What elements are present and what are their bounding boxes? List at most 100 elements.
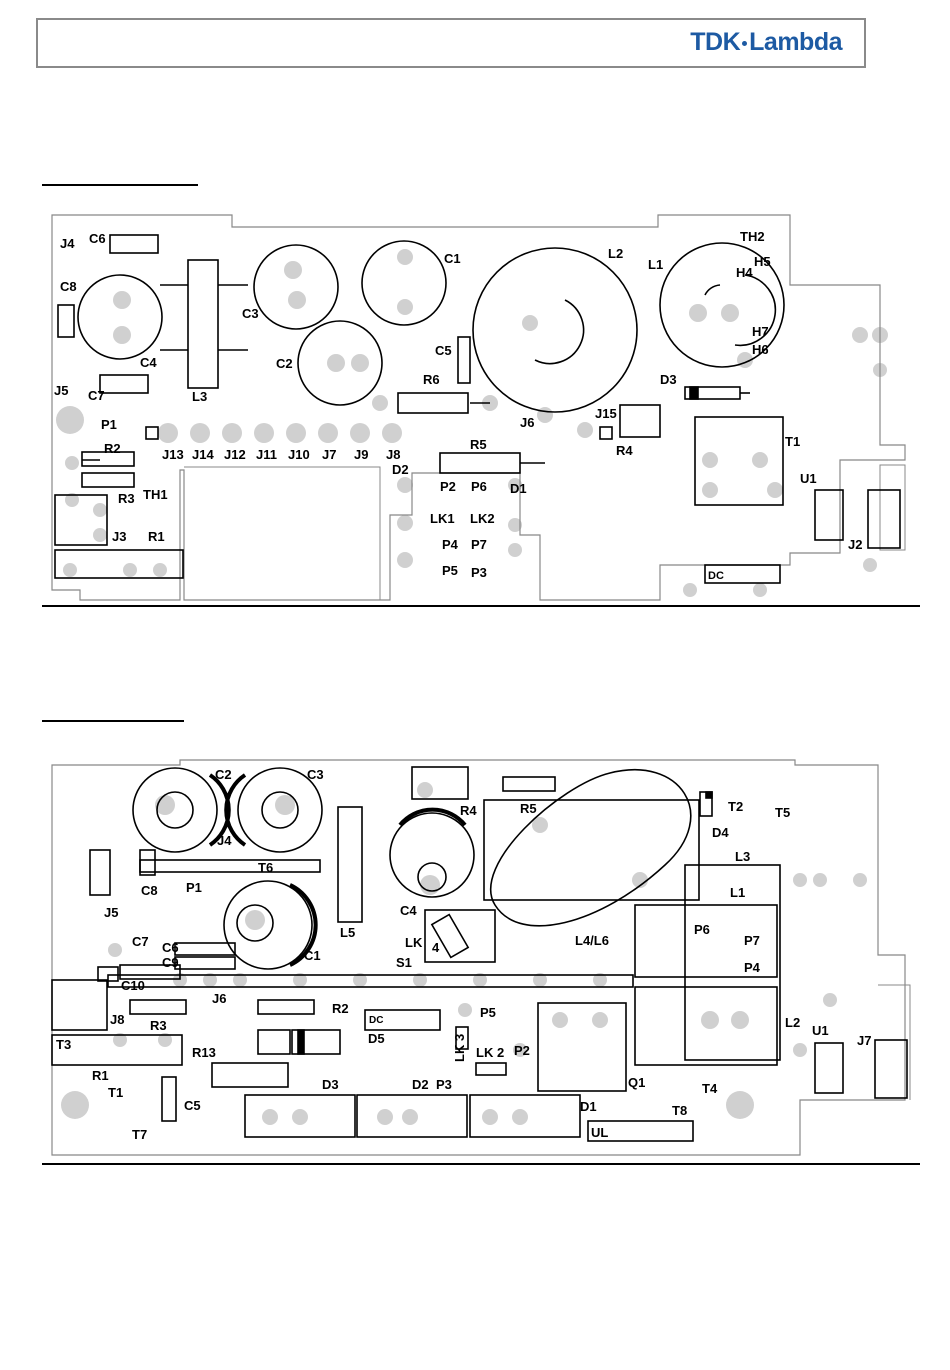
lbl-bot-42: L4/L6 — [575, 933, 609, 948]
lbl-top-15: J12 — [224, 447, 246, 462]
lbl-bot-43: T2 — [728, 799, 743, 814]
lbl-bot-40: 4 — [432, 940, 440, 955]
lbl-top-20: J8 — [386, 447, 400, 462]
lbl-bot-6: J5 — [104, 905, 118, 920]
lbl-top-2: C8 — [60, 279, 77, 294]
board-top-pads — [56, 249, 888, 597]
lbl-bot-18: R13 — [192, 1045, 216, 1060]
lbl-bot-33: DC — [369, 1015, 383, 1026]
lbl-bot-30: D1 — [580, 1099, 597, 1114]
lbl-top-27: R5 — [470, 437, 487, 452]
logo-dot — [742, 40, 748, 46]
lbl-top-47: D3 — [660, 372, 677, 387]
lbl-bot-47: L1 — [730, 885, 745, 900]
lbl-top-4: J5 — [54, 383, 68, 398]
board-top-notch — [879, 464, 906, 551]
lbl-bot-44: D4 — [712, 825, 729, 840]
lbl-top-9: R3 — [118, 491, 135, 506]
lbl-top-42: TH2 — [740, 229, 765, 244]
board-bottom-baseline — [42, 1163, 920, 1165]
lbl-top-45: H7 — [752, 324, 769, 339]
lbl-bot-1: C3 — [307, 767, 324, 782]
lbl-bot-48: P6 — [694, 922, 710, 937]
lbl-top-10: TH1 — [143, 487, 168, 502]
lbl-bot-17: C5 — [184, 1098, 201, 1113]
lbl-bot-2: J4 — [217, 833, 232, 848]
lbl-bot-5: C8 — [141, 883, 158, 898]
logo-part2: Lambda — [749, 28, 842, 56]
lbl-top-13: J13 — [162, 447, 184, 462]
lbl-top-25: R6 — [423, 372, 440, 387]
lbl-bot-12: R3 — [150, 1018, 167, 1033]
lbl-top-33: P4 — [442, 537, 459, 552]
lbl-top-30: D1 — [510, 481, 527, 496]
section-rule-bottom — [42, 720, 184, 722]
lbl-bot-35: L5 — [340, 925, 355, 940]
lbl-top-36: P3 — [471, 565, 487, 580]
board-bottom-pads — [61, 782, 867, 1125]
lbl-top-17: J10 — [288, 447, 310, 462]
lbl-top-41: L1 — [648, 257, 663, 272]
lbl-top-26: D2 — [392, 462, 409, 477]
lbl-bot-19: J6 — [212, 991, 226, 1006]
lbl-bot-37: R4 — [460, 803, 477, 818]
lbl-top-24: C5 — [435, 343, 452, 358]
lbl-top-5: C7 — [88, 388, 105, 403]
board-bottom-labels: C2 C3 J4 T6 P1 C8 J5 C7 C6 C9 C10 J8 R3 … — [56, 767, 871, 1142]
lbl-bot-50: P4 — [744, 960, 761, 975]
lbl-top-18: J7 — [322, 447, 336, 462]
board-bottom-components — [51, 766, 908, 1142]
lbl-top-37: L2 — [608, 246, 623, 261]
lbl-bot-53: J7 — [857, 1033, 871, 1048]
lbl-bot-39: LK — [405, 935, 423, 950]
lbl-bot-46: L3 — [735, 849, 750, 864]
lbl-bot-29: Q1 — [628, 1075, 645, 1090]
lbl-bot-11: J8 — [110, 1012, 124, 1027]
lbl-bot-32: UL — [591, 1125, 608, 1140]
lbl-top-51: DC — [708, 570, 724, 582]
lbl-bot-7: C7 — [132, 934, 149, 949]
lbl-top-40: R4 — [616, 443, 633, 458]
lbl-bot-15: T1 — [108, 1085, 123, 1100]
header-box: TDK Lambda — [36, 18, 866, 68]
lbl-bot-10: C10 — [121, 978, 145, 993]
lbl-bot-45: T5 — [775, 805, 790, 820]
lbl-bot-9: C9 — [162, 955, 179, 970]
section-rule-top — [42, 184, 198, 186]
lbl-bot-0: C2 — [215, 767, 232, 782]
lbl-top-32: LK2 — [470, 511, 495, 526]
board-top-labels: J4 C6 C8 C4 J5 C7 L3 P1 R2 R3 TH1 J3 R1 … — [54, 229, 862, 582]
lbl-top-34: P7 — [471, 537, 487, 552]
board-bottom-notch — [878, 984, 911, 1100]
lbl-bot-54: T4 — [702, 1081, 718, 1096]
lbl-top-11: J3 — [112, 529, 126, 544]
lbl-top-14: J14 — [192, 447, 214, 462]
lbl-top-6: L3 — [192, 389, 207, 404]
lbl-bot-51: L2 — [785, 1015, 800, 1030]
lbl-top-0: J4 — [60, 236, 75, 251]
lbl-top-1: C6 — [89, 231, 106, 246]
lbl-bot-36: C4 — [400, 903, 417, 918]
lbl-top-43: H5 — [754, 254, 771, 269]
lbl-top-35: P5 — [442, 563, 458, 578]
board-top-baseline — [42, 605, 920, 607]
lbl-bot-14: R1 — [92, 1068, 109, 1083]
board-top-slot — [184, 466, 381, 600]
lbl-top-3: C4 — [140, 355, 157, 370]
lbl-top-16: J11 — [256, 447, 277, 462]
lbl-top-21: C3 — [242, 306, 259, 321]
lbl-bot-28: P2 — [514, 1043, 530, 1058]
lbl-bot-38: R5 — [520, 801, 537, 816]
lbl-bot-4: P1 — [186, 880, 202, 895]
lbl-top-28: P2 — [440, 479, 456, 494]
lbl-top-19: J9 — [354, 447, 368, 462]
board-top-diagram: J4 C6 C8 C4 J5 C7 L3 P1 R2 R3 TH1 J3 R1 … — [51, 214, 906, 601]
lbl-top-46: H6 — [752, 342, 769, 357]
lbl-top-38: J6 — [520, 415, 534, 430]
lbl-bot-34: C1 — [304, 948, 321, 963]
lbl-bot-16: T7 — [132, 1127, 147, 1142]
board-bottom-diagram: C2 C3 J4 T6 P1 C8 J5 C7 C6 C9 C10 J8 R3 … — [51, 759, 911, 1156]
lbl-top-50: J2 — [848, 537, 862, 552]
logo-part1: TDK — [690, 28, 741, 56]
lbl-top-39: J15 — [595, 406, 617, 421]
